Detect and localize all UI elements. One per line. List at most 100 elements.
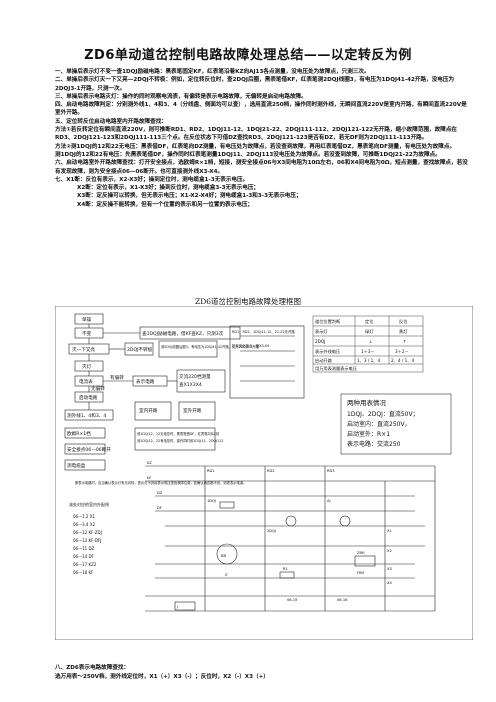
circuit-r1: R1 [283,567,288,571]
section-5: 五、定位转反位启动电路室内开路故障查找： [55,118,167,125]
wiring-0: 06—1.2 X1 [73,514,95,519]
table-r3c1: 1、3 / 1、4 [357,358,380,363]
fault-flow-diagram: 单操 不变 查1DQJ励磁电路，借KF查KZ，只测3次 灭一下又亮 2DQJ不转… [55,306,473,640]
wiring-7: 06—18 KF [73,570,94,575]
section-7-x4: X4断：定反操不能转换，但有一个位置的表示和另一位置的表示电压； [77,201,254,208]
flow-check-2dqj: 测2DQJ线圈后圈3，有电压为1DQJ41-42开路，无为2DQJ3-1开路 [161,344,259,349]
flow-indicator: 表示电路 [136,378,155,385]
dc220-box [176,369,226,393]
section-5-method-2b: 测1DQJ的12和22有电压：先黑表笔借DF，操作同时红表笔测量1DQJ11、2… [55,151,441,158]
wiring-3: 06—13 KF-DFJ [73,538,101,543]
flow-not-pole: 2DQJ不转极 [127,346,153,353]
flow-ohm: 欧姆R×1档 [67,430,91,437]
circuit-aj: AJ [327,499,331,503]
section-7-x3: X3断：定反操可以转换，但无表示电压；X1-X2-X4好；测电缆盒1-3和3-3… [77,193,302,200]
not-pole-box [124,342,154,356]
table-r1c2: ↑ [403,339,407,344]
body-text: 一、单操后表示灯不变一查1DQJ励磁电路：黑表笔固定KF，红表笔沿着KZ向AJ1… [55,68,470,209]
section-4: 四、启动电路故障判定：分别测外线1、4和3、4（分线盘、侧面均可以查），选用直流… [55,102,467,117]
flow-flash: 灭一下又亮 [72,346,95,353]
flow-no-deflect: 无偏转 [91,385,105,392]
circuit-fbh: FBH [357,571,365,575]
ohm-box [64,427,106,439]
flowchart [64,313,305,471]
circuit-kf: KF [147,476,151,480]
flow-short-safety: 打开安全接点，测X3-X4 [232,343,269,348]
wiring-legend-title: 该处对应的室内外配线 [69,501,109,507]
section-7-x2: X2断：定位有表示，X1-X3好；操到反位时，测电缆盒3-3无表示电压； [77,185,260,192]
inside-box [134,401,172,421]
cable-box [64,459,106,471]
flow-rd-note: RD1、RD2、1DQJ11-12、21-22无开路 [232,329,295,334]
circuit-x2: X2 [387,549,392,553]
outside-box [178,401,216,421]
circuit-06-16: 06-16 [337,598,348,602]
flow-cable-box: 测电缆盒 [67,462,86,469]
flow-check-1dqj: 查1DQJ励磁电路，借KF查KZ，只测3次 [142,330,224,337]
circuit-x4: X4 [387,581,392,585]
table-r2c0: 表示外线电压 [315,348,340,355]
table-r0c1: 绿灯 [365,328,374,335]
flow-start: 单操 [82,316,92,323]
flow-hint-1: 测1DQJ12、22无电压时，黑表笔借DF，红表笔向DZ测 [137,431,220,436]
section-5-method-1: 方法①若反转定位有瞬间直流220V，则可推断RD1、RD2、1DQJ11-12、… [55,127,458,142]
circuit-rd2: RD2 [267,469,275,473]
section-2: 二、单操后表示灯灭一下又亮—2DQJ不转极：例如，定位转反位时，查2DQJ后圈，… [55,77,455,92]
table-r3c0: 启动开路 [315,357,333,364]
check-2dqj-box [158,340,218,358]
flow-outside: 室外开路 [183,407,202,414]
table-h0: 道岔位置判断 [315,318,341,325]
wiring-4: 06—11 DZ [73,546,95,551]
flow-dc220: 交流220档测量 [179,373,211,380]
wiring-2: 06—12 KF-ZDJ [73,530,102,535]
wiring-1: 06—3.4 X2 [73,522,95,527]
circuit-rd3: RD3 [327,469,335,473]
section-8-text: 选万用表～250V档，测外线定位时，X1（+）X3（-）；反位时，X2（-）X3… [55,674,269,680]
meter-box-title: 两种用表情况 [347,398,387,407]
check-1dqj-box [139,326,241,340]
flow-ammeter: 电流表 [79,378,93,385]
flow-open06: 安全接点06—06断开 [67,446,111,453]
wiring-5: 06—14 DF [73,554,95,559]
flow-hint-3: 断表示电路时，应当确认表示灯有无闪烁，表示灯不亮用表示电压查找故障位置，如确认两… [75,480,246,485]
right-flow-box [229,325,305,399]
circuit-06-15: 06-15 [287,598,297,602]
flow-measure-outer: 测外线1、4和3、4 [67,412,106,419]
section-7: 七、X1断：反位有表示，X2-X3好；操到定位时，测电缆盒1-3无表示电压。 [55,176,249,183]
flow-start-fault: 启动电路 [79,394,98,401]
page-title: ZD6单动道岔控制电路故障处理总结——以定转反为例 [84,48,412,63]
circuit-bb: BB [221,554,226,558]
section-6: 六、启动电路室外开路故障查找：打开安全接点，选欧姆R×1档，短接，测安全接点06… [55,160,468,175]
flow-check-x: 查X1X3X4 [179,381,202,388]
circuit-x3: X3 [387,567,392,571]
flow-lamp-off: 灭灯 [82,363,92,370]
table-r1c0: 2DQJ [315,339,325,344]
meter-line-2: 启动室内：直流250V， [347,420,411,428]
meter-line-1: 1DQJ、2DQJ：直流50V； [347,410,419,418]
flow-unchanged: 不变 [82,330,92,337]
section-8: 八、ZD6表示电路故障查找： 选万用表～250V档，测外线定位时，X1（+）X3… [55,664,470,682]
position-table [312,315,424,373]
circuit-df: DF [157,506,162,510]
circuit-j: J [176,605,178,609]
section-5-method-2: 方法②测1DQJ的12和22无电压：黑表借DF，红表笔向DZ测量，有电压处为故障… [55,143,456,150]
table-r3c2: 2、4 / 1、4 [391,358,414,363]
hint-box [134,427,216,451]
table-r2c1: 1＋3－ [361,349,375,354]
circuit-kz: KZ [147,461,152,465]
diagram-title: ZD6道岔控制电路故障处理框图 [195,297,301,306]
circuit-schematic [145,465,436,612]
circuit-z: Z [225,573,228,577]
circuit-x1: X1 [387,529,392,533]
meter-box: 两种用表情况 1DQJ、2DQJ：直流50V； 启动室内：直流250V， 启动室… [340,393,452,455]
wiring-legend: 该处对应的室内外配线 06—1.2 X1 06—3.4 X2 06—12 KF-… [69,501,109,575]
circuit-zbh: ZBH [357,551,365,555]
circuit-1dqj: 1DQJ [207,499,216,503]
section-1: 一、单操后表示灯不变一查1DQJ励磁电路：黑表笔固定KF，红表笔沿着KZ向AJ1… [55,69,370,75]
section-3: 三、单操后表示电路灭灯：操作的同时观察电流表，有偏转是表示电路故障，无偏转是启动… [55,93,307,100]
table-r1c1: ↓ [369,339,373,344]
table-h2: 反位 [399,318,407,325]
flow-inside: 室内开路 [139,407,158,414]
flow-deflect: 有偏转 [110,374,124,381]
meter-line-3: 启动室外：R×1 [347,430,390,438]
